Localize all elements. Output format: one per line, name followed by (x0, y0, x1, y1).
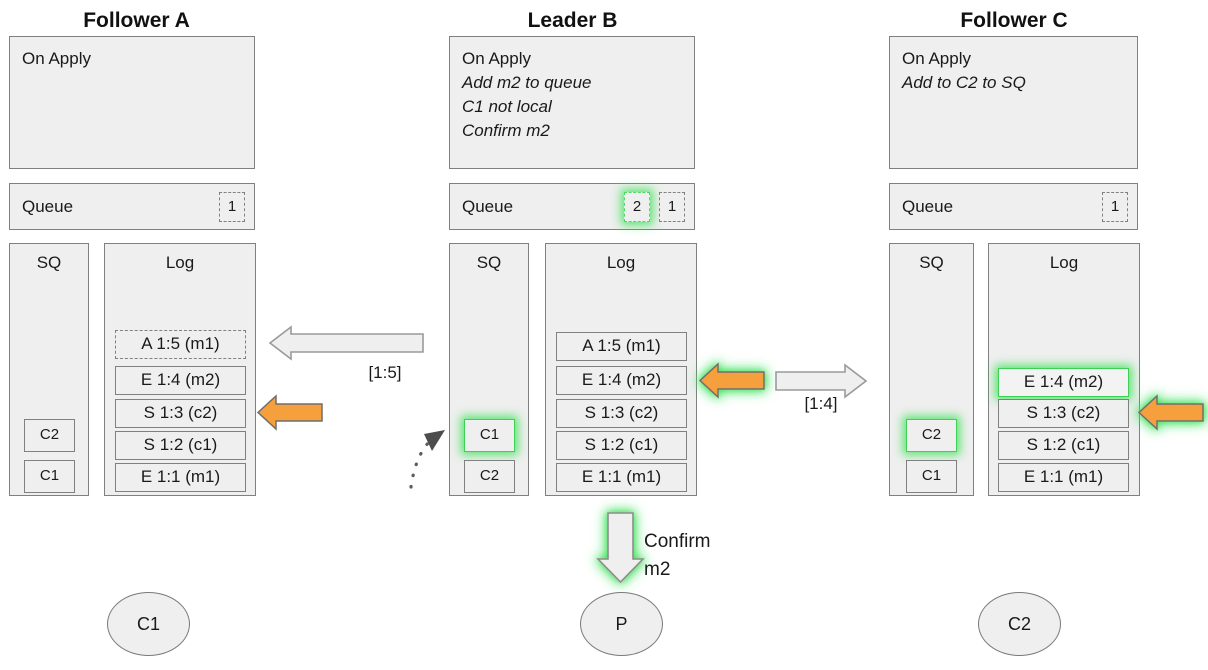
sq-item: C1 (906, 460, 957, 493)
sq-item-highlighted: C1 (464, 419, 515, 452)
log-entry-highlighted: E 1:4 (m2) (998, 368, 1129, 397)
sq-panel-leader-b: SQ (449, 243, 529, 496)
replication-label-b-to-c: [1:4] (804, 394, 838, 413)
log-entry: E 1:1 (m1) (556, 463, 687, 492)
sq-item: C2 (24, 419, 75, 452)
queue-label: Queue (22, 196, 74, 216)
on-apply-header: On Apply (902, 49, 971, 68)
log-entry: S 1:2 (c1) (998, 431, 1129, 460)
log-entry: S 1:2 (c1) (115, 431, 246, 460)
sq-item-highlighted: C2 (906, 419, 957, 452)
replication-arrow-b-to-c (775, 363, 868, 399)
column-title-follower-a: Follower A (83, 9, 190, 32)
node-ellipse-follower-c: C2 (978, 592, 1061, 656)
sq-item: C1 (24, 460, 75, 493)
sq-header: SQ (36, 253, 62, 272)
queue-slot: 1 (219, 191, 245, 222)
apply-pointer-arrow-follower-c (1137, 394, 1204, 431)
queue-panel-leader-b: Queue 2 1 (449, 183, 695, 230)
confirm-label-line2: m2 (644, 559, 671, 580)
log-entry: S 1:3 (c2) (998, 399, 1129, 428)
replication-label-b-to-a: [1:5] (368, 363, 402, 382)
sq-header: SQ (919, 253, 944, 272)
sq-item: C2 (464, 460, 515, 493)
sq-header: SQ (476, 253, 502, 272)
log-header: Log (1049, 253, 1079, 272)
confirm-arrow-leader-b (596, 512, 645, 584)
queue-slot: 1 (1102, 191, 1128, 222)
sq-panel-follower-c: SQ (889, 243, 974, 496)
on-apply-line: Add m2 to queue (462, 73, 592, 92)
log-entry: A 1:5 (m1) (115, 330, 246, 359)
on-apply-line: C1 not local (462, 97, 552, 116)
on-apply-header: On Apply (22, 49, 91, 68)
on-apply-line: Confirm m2 (462, 121, 550, 140)
on-apply-line: Add to C2 to SQ (902, 73, 1026, 92)
log-entry: S 1:3 (c2) (556, 399, 687, 428)
on-apply-panel-follower-c: On Apply Add to C2 to SQ (889, 36, 1138, 169)
confirm-label: Confirm m2 (644, 528, 784, 584)
apply-pointer-arrow-leader-b (698, 362, 765, 399)
log-entry: S 1:2 (c1) (556, 431, 687, 460)
queue-slot-highlighted: 2 (624, 191, 650, 222)
log-entry: E 1:1 (m1) (115, 463, 246, 492)
log-entry: S 1:3 (c2) (115, 399, 246, 428)
log-entry: A 1:5 (m1) (556, 332, 687, 361)
log-header: Log (165, 253, 195, 272)
log-entry: E 1:1 (m1) (998, 463, 1129, 492)
sq-panel-follower-a: SQ (9, 243, 89, 496)
node-ellipse-leader-b: P (580, 592, 663, 656)
column-title-follower-c: Follower C (960, 9, 1068, 32)
log-entry: E 1:4 (m2) (556, 366, 687, 395)
queue-panel-follower-a: Queue 1 (9, 183, 255, 230)
replication-arrow-b-to-a (268, 325, 424, 361)
column-title-leader-b: Leader B (527, 9, 618, 32)
queue-label: Queue (462, 196, 514, 216)
queue-label: Queue (902, 196, 954, 216)
queue-slot: 1 (659, 191, 685, 222)
queue-panel-follower-c: Queue 1 (889, 183, 1138, 230)
on-apply-panel-follower-a: On Apply (9, 36, 255, 169)
log-entry: E 1:4 (m2) (115, 366, 246, 395)
node-ellipse-follower-a: C1 (107, 592, 190, 656)
on-apply-header: On Apply (462, 49, 531, 68)
confirm-label-line1: Confirm (644, 531, 711, 552)
apply-pointer-arrow-follower-a (256, 394, 323, 431)
dotted-pointer-arrow-sq (409, 430, 445, 489)
on-apply-panel-leader-b: On Apply Add m2 to queue C1 not local Co… (449, 36, 695, 169)
log-header: Log (606, 253, 636, 272)
